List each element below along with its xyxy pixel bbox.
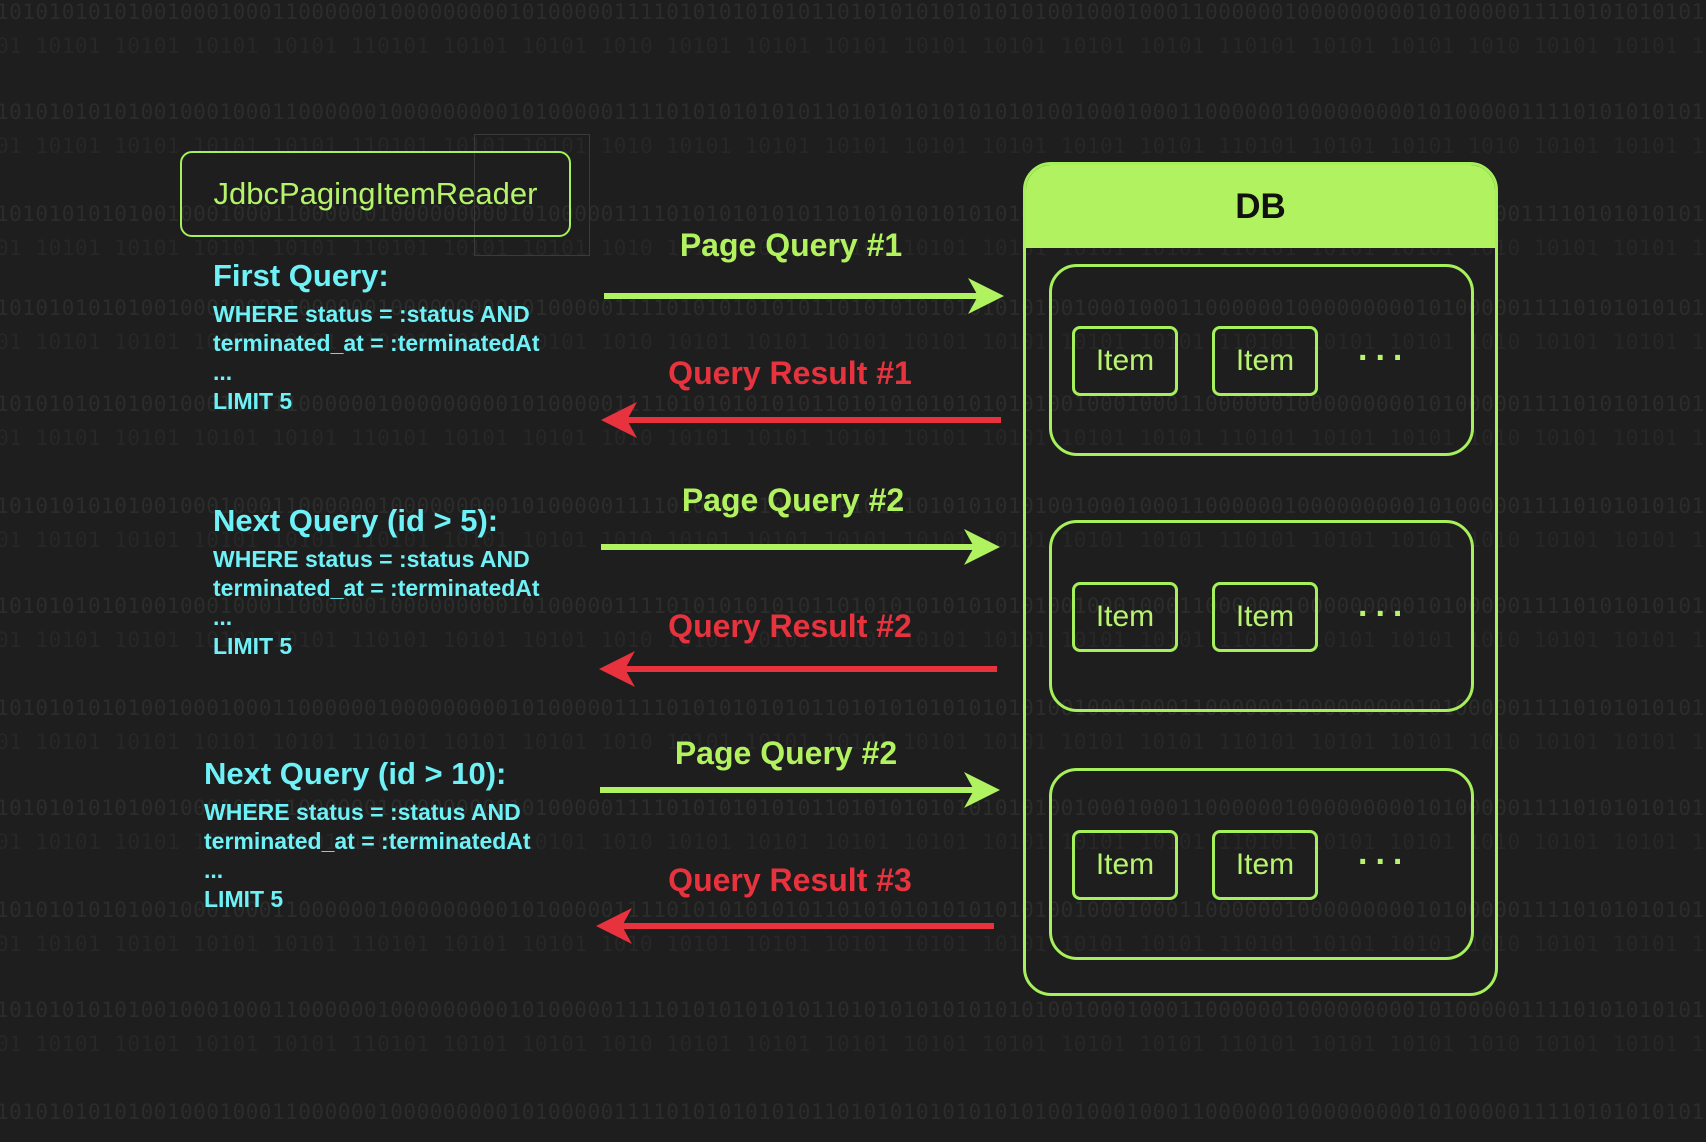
background-binary-row: 01 10101 10101 10101 10101 110101 10101 …	[0, 134, 1706, 158]
item-box[interactable]: Item	[1212, 326, 1318, 396]
db-page-1[interactable]: Item Item ...	[1049, 264, 1474, 456]
background-binary-row: 1010101010100100010001100000010000000001…	[0, 998, 1706, 1022]
item-box[interactable]: Item	[1212, 582, 1318, 652]
query-line: LIMIT 5	[213, 633, 293, 659]
query-line: ...	[213, 604, 233, 630]
background-binary-row: 1010101010100100010001100000010000000001…	[0, 594, 1706, 618]
query-block-third: Next Query (id > 10): WHERE status = :st…	[204, 756, 531, 914]
query-line: WHERE status = :status AND	[204, 799, 521, 825]
db-container[interactable]: DB Item Item ... Item Item ... Item	[1023, 162, 1498, 996]
item-label: Item	[1235, 344, 1295, 377]
background-binary-row: 1010101010100100010001100000010000000001…	[0, 796, 1706, 820]
db-title: DB	[1235, 186, 1286, 226]
query-line: ...	[213, 359, 233, 385]
arrow-label-page-query-2: Page Query #2	[681, 482, 905, 518]
item-box[interactable]: Item	[1072, 326, 1178, 396]
query-title: First Query:	[213, 258, 389, 293]
more-items-ellipsis: ...	[1358, 330, 1411, 368]
more-items-ellipsis: ...	[1358, 586, 1411, 624]
item-label: Item	[1095, 848, 1155, 881]
query-title: Next Query (id > 10):	[204, 756, 507, 791]
query-line: WHERE status = :status AND	[213, 301, 530, 327]
reader-node[interactable]: JdbcPagingItemReader	[180, 151, 571, 237]
selection-frame	[474, 134, 590, 256]
item-label: Item	[1235, 848, 1295, 881]
background-binary-row: 01 10101 10101 10101 10101 110101 10101 …	[0, 330, 1706, 354]
query-line: terminated_at = :terminatedAt	[213, 330, 540, 356]
query-title: Next Query (id > 5):	[213, 503, 499, 538]
background-binary-row: 01 10101 10101 10101 10101 110101 10101 …	[0, 932, 1706, 956]
query-line: terminated_at = :terminatedAt	[204, 828, 531, 854]
query-line: WHERE status = :status AND	[213, 546, 530, 572]
item-box[interactable]: Item	[1072, 582, 1178, 652]
arrow-label-query-result-2: Query Result #2	[668, 608, 912, 644]
background-binary-row: 1010101010100100010001100000010000000001…	[0, 100, 1706, 124]
query-line: LIMIT 5	[213, 388, 293, 414]
db-page-3[interactable]: Item Item ...	[1049, 768, 1474, 960]
background-binary-row: 01 10101 10101 10101 10101 110101 10101 …	[0, 830, 1706, 854]
background-binary-row: 01 10101 10101 10101 10101 110101 10101 …	[0, 628, 1706, 652]
db-page-2[interactable]: Item Item ...	[1049, 520, 1474, 712]
background-binary-row: 01 10101 10101 10101 10101 110101 10101 …	[0, 730, 1706, 754]
more-items-ellipsis: ...	[1358, 834, 1411, 872]
db-header: DB	[1026, 165, 1495, 248]
item-label: Item	[1095, 600, 1155, 633]
arrow-label-page-query-3: Page Query #2	[674, 735, 898, 771]
background-binary-row: 1010101010100100010001100000010000000001…	[0, 1100, 1706, 1124]
background-binary-row: 01 10101 10101 10101 10101 110101 10101 …	[0, 426, 1706, 450]
background-binary-row: 1010101010100100010001100000010000000001…	[0, 0, 1706, 24]
arrow-label-page-query-1: Page Query #1	[679, 227, 903, 263]
item-box[interactable]: Item	[1212, 830, 1318, 900]
background-binary-row: 1010101010100100010001100000010000000001…	[0, 494, 1706, 518]
query-block-second: Next Query (id > 5): WHERE status = :sta…	[213, 503, 540, 661]
arrow-page-query-2[interactable]	[601, 529, 1000, 565]
background-binary-row: 01 10101 10101 10101 10101 110101 10101 …	[0, 34, 1706, 58]
query-line: ...	[204, 857, 224, 883]
arrow-label-query-result-3: Query Result #3	[668, 862, 912, 898]
arrow-page-query-1[interactable]	[604, 278, 1004, 314]
query-line: LIMIT 5	[204, 886, 284, 912]
background-binary-row: 1010101010100100010001100000010000000001…	[0, 392, 1706, 416]
item-label: Item	[1095, 344, 1155, 377]
arrow-query-result-2[interactable]	[599, 651, 997, 687]
query-line: terminated_at = :terminatedAt	[213, 575, 540, 601]
arrow-query-result-1[interactable]	[601, 402, 1001, 438]
item-box[interactable]: Item	[1072, 830, 1178, 900]
reader-label: JdbcPagingItemReader	[213, 176, 538, 211]
background-binary-row: 1010101010100100010001100000010000000001…	[0, 898, 1706, 922]
arrow-query-result-3[interactable]	[596, 908, 994, 944]
arrow-page-query-3[interactable]	[600, 772, 1000, 808]
item-label: Item	[1235, 600, 1295, 633]
background-binary-row: 01 10101 10101 10101 10101 110101 10101 …	[0, 1032, 1706, 1056]
query-block-first: First Query: WHERE status = :status AND …	[213, 258, 540, 416]
background-binary-row: 1010101010100100010001100000010000000001…	[0, 696, 1706, 720]
arrow-label-query-result-1: Query Result #1	[668, 355, 912, 391]
background-binary-row: 1010101010100100010001100000010000000001…	[0, 296, 1706, 320]
